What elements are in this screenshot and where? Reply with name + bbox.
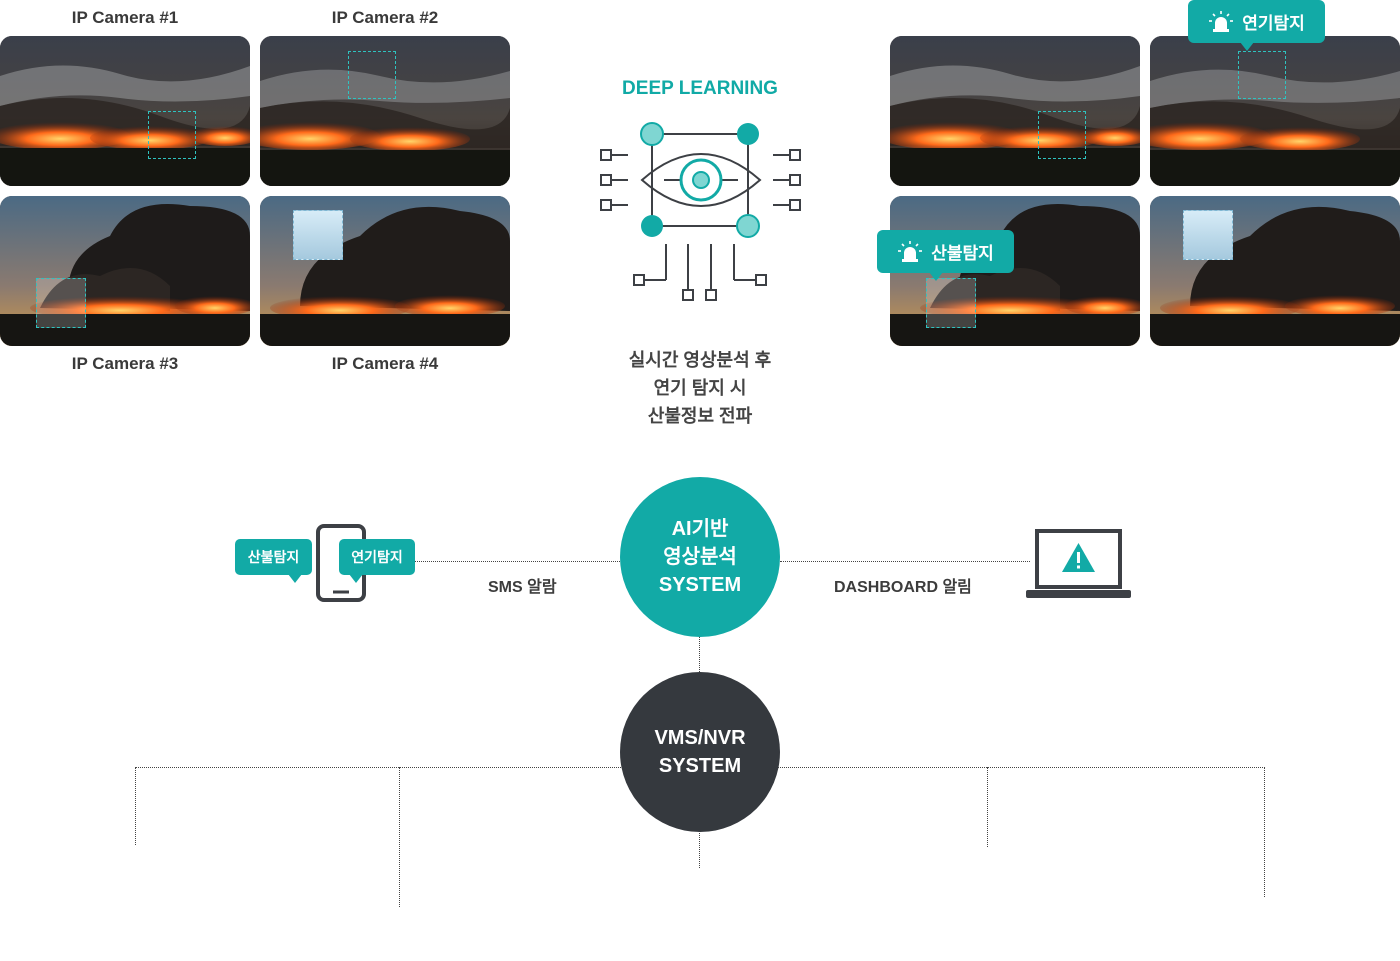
ai-vms-connector-line: [699, 637, 700, 672]
ai-eye-icon: [600, 122, 801, 301]
detection-box: [293, 210, 343, 260]
detection-box: [36, 278, 86, 328]
camera-4-label: IP Camera #4: [331, 354, 439, 373]
detection-box: [1238, 51, 1286, 99]
phone-smoke-bubble: 연기탐지: [339, 539, 415, 583]
fire-detect-text: 산불탐지: [931, 244, 994, 263]
wildfire-scene-image: [0, 36, 250, 186]
ai-system-line: 영상분석: [663, 546, 737, 568]
phone-smoke-text: 연기탐지: [351, 549, 403, 565]
camera-2-label: IP Camera #2: [331, 8, 439, 27]
camera-4-feed[interactable]: [260, 196, 510, 346]
detected-camera-4-feed[interactable]: [1150, 196, 1400, 346]
vms-system-line: SYSTEM: [658, 755, 742, 777]
desc-line: 실시간 영상분석 후: [628, 350, 772, 370]
fire-detect-alert: 산불탐지: [877, 230, 1014, 281]
detection-box: [148, 111, 196, 159]
phone-fire-text: 산불탐지: [247, 549, 300, 565]
camera-2-feed[interactable]: [260, 36, 510, 186]
camera-drop-line: [399, 767, 400, 907]
phone-fire-bubble: 산불탐지: [235, 539, 312, 583]
detected-camera-2-feed[interactable]: [1150, 36, 1400, 186]
ai-system-line: SYSTEM: [658, 574, 742, 596]
smoke-detect-alert: 연기탐지: [1188, 0, 1325, 51]
wildfire-scene-image: [0, 196, 250, 346]
camera-drop-line: [699, 820, 700, 868]
ai-system-line: AI기반: [671, 518, 729, 540]
camera-drop-line: [987, 767, 988, 847]
camera-drop-line: [135, 767, 136, 845]
siren-icon: [1209, 10, 1234, 32]
detection-box: [1183, 210, 1233, 260]
camera-3-label: IP Camera #3: [71, 354, 179, 373]
vms-system-line: VMS/NVR: [654, 727, 746, 749]
laptop-warning-icon: [1026, 529, 1131, 598]
detection-box: [926, 278, 976, 328]
camera-drop-line: [1264, 767, 1265, 897]
analysis-description: 실시간 영상분석 후 연기 탐지 시 산불정보 전파: [580, 346, 820, 430]
camera-1-label: IP Camera #1: [71, 8, 179, 27]
wildfire-scene-image: [1150, 36, 1400, 186]
desc-line: 연기 탐지 시: [653, 378, 747, 398]
wildfire-scene-image: [260, 36, 510, 186]
sms-alarm-label: SMS 알람: [488, 579, 557, 596]
ai-video-analysis-system[interactable]: AI기반 영상분석 SYSTEM: [620, 477, 780, 637]
deep-learning-title: DEEP LEARNING: [622, 78, 778, 99]
camera-3-feed[interactable]: [0, 196, 250, 346]
detection-box: [348, 51, 396, 99]
desc-line: 산불정보 전파: [647, 406, 753, 426]
dashboard-alert-label: DASHBOARD 알림: [834, 579, 972, 596]
dashboard-connector-line: [780, 561, 1030, 562]
vms-nvr-system[interactable]: VMS/NVR SYSTEM: [620, 672, 780, 832]
wildfire-scene-image: [890, 36, 1140, 186]
detection-box: [1038, 111, 1086, 159]
detected-camera-1-feed[interactable]: [890, 36, 1140, 186]
sms-connector-line: [412, 561, 620, 562]
camera-1-feed[interactable]: [0, 36, 250, 186]
smoke-detect-text: 연기탐지: [1242, 14, 1305, 33]
siren-icon: [898, 240, 923, 262]
